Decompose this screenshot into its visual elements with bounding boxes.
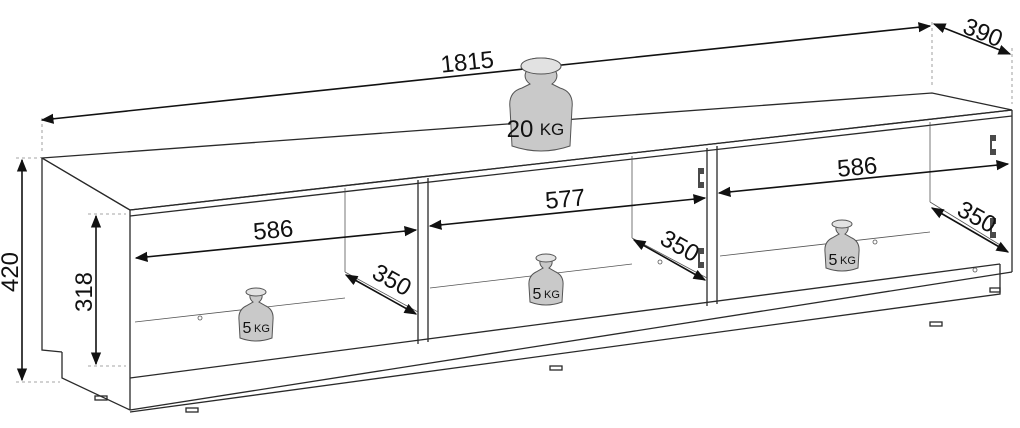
weight-top: 20 KG (507, 57, 573, 152)
width-dimension-label: 1815 (439, 46, 495, 78)
weight-top-unit: KG (540, 120, 565, 139)
left-width-dimension-label: 586 (252, 215, 294, 246)
depth-dimension-label: 390 (959, 13, 1006, 53)
inner-height-dimension-label: 318 (71, 272, 98, 312)
left-depth-dimension-label: 350 (368, 259, 416, 302)
weight-top-number: 20 (507, 116, 534, 143)
dimension-lines (16, 22, 1012, 382)
weight-right: 5 KG (824, 219, 860, 272)
weight-middle: 5 KG (528, 253, 564, 306)
weight-right-unit: KG (840, 255, 856, 267)
height-dimension-label: 420 (0, 252, 24, 292)
weight-left-number: 5 (243, 320, 252, 337)
extension-lines (16, 22, 1013, 383)
cabinet-body (39, 92, 1013, 413)
weight-middle-number: 5 (533, 286, 542, 303)
weight-left: 5 KG (238, 287, 274, 342)
weight-middle-unit: KG (544, 289, 560, 301)
right-width-dimension-label: 586 (836, 152, 878, 183)
middle-depth-dimension-label: 350 (656, 225, 704, 268)
weight-left-unit: KG (254, 323, 270, 335)
weight-right-number: 5 (829, 252, 838, 269)
middle-width-dimension-label: 577 (544, 184, 586, 215)
